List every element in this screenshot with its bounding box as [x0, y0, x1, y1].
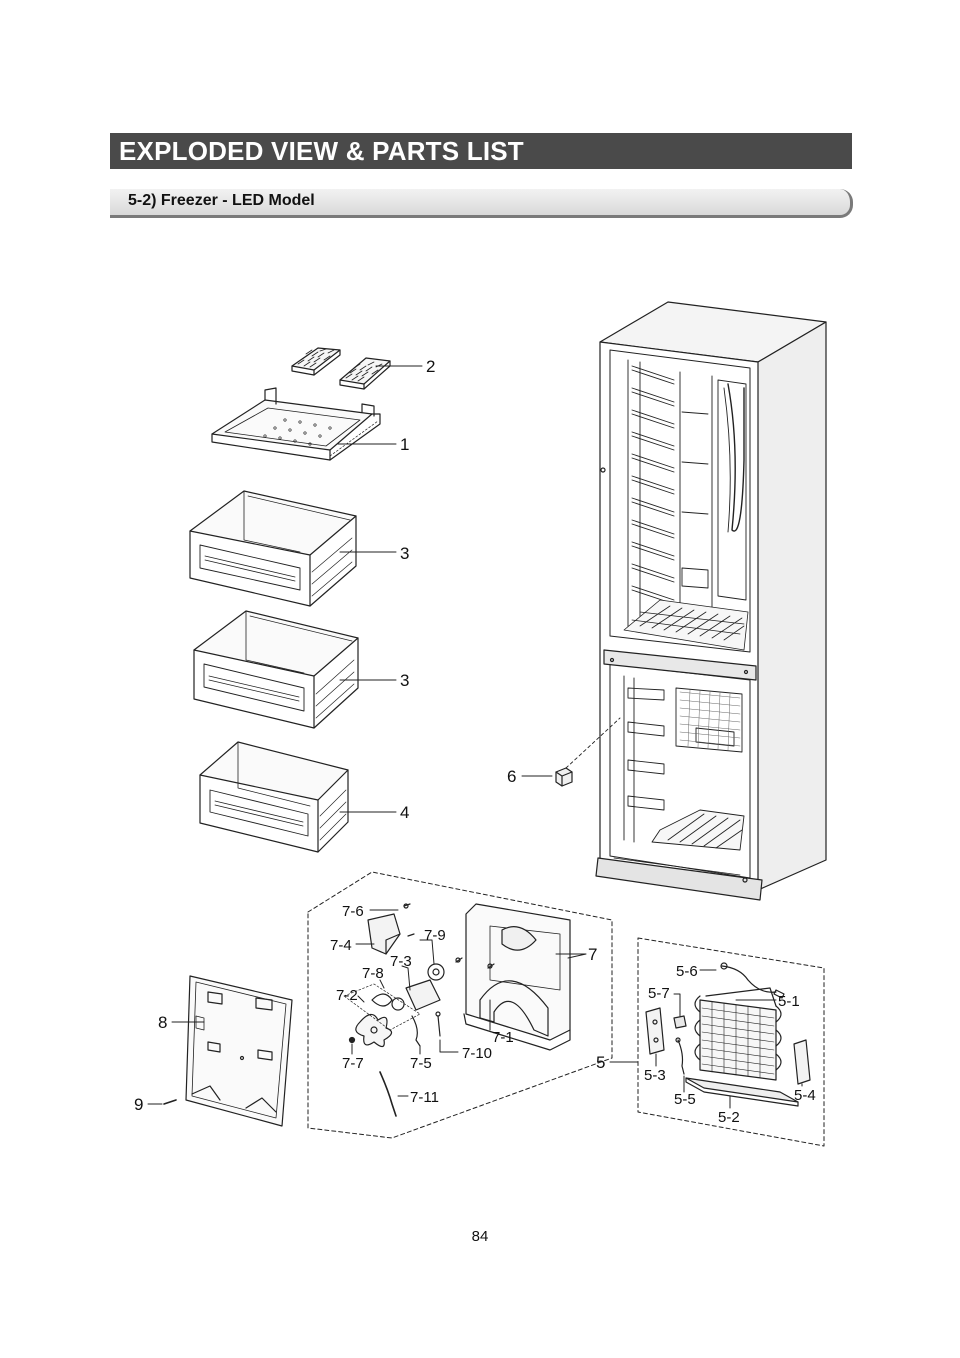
page-title: EXPLODED VIEW & PARTS LIST — [119, 136, 524, 166]
subsection-title-bar: 5-2) Freezer - LED Model — [110, 189, 853, 218]
callout-7-5: 7-5 — [410, 1055, 432, 1072]
callout-5-6: 5-6 — [676, 963, 698, 980]
callout-8: 8 — [158, 1013, 167, 1032]
callout-5-7: 5-7 — [648, 985, 670, 1002]
page-number: 84 — [471, 1228, 489, 1245]
callout-5: 5 — [596, 1053, 605, 1072]
callout-7-1: 7-1 — [492, 1029, 514, 1046]
freezer-drawer-bottom — [199, 741, 349, 853]
callout-1: 1 — [400, 435, 409, 454]
callout-9: 9 — [134, 1095, 143, 1114]
callout-7-2: 7-2 — [336, 987, 358, 1004]
ice-trays — [291, 347, 391, 390]
callout-leaders — [147, 365, 803, 1109]
callout-7-4: 7-4 — [330, 937, 352, 954]
evaporator-group — [637, 937, 825, 1147]
freezer-drawer-middle — [193, 610, 359, 729]
refrigerator-cabinet — [595, 301, 827, 901]
part-6-component — [555, 717, 621, 787]
callout-7-9: 7-9 — [424, 927, 446, 944]
ice-tray-holder — [211, 387, 381, 461]
callout-7-3: 7-3 — [390, 953, 412, 970]
evaporator-cover — [163, 975, 293, 1127]
callout-labels: 2 1 3 3 4 6 7 7-1 7-2 7-3 7-4 7-5 7-6 7-… — [134, 357, 816, 1126]
callout-7-6: 7-6 — [342, 903, 364, 920]
callout-5-3: 5-3 — [644, 1067, 666, 1084]
callout-5-5: 5-5 — [674, 1091, 696, 1108]
callout-7-8: 7-8 — [362, 965, 384, 982]
callout-3-upper: 3 — [400, 544, 409, 563]
subsection-title: 5-2) Freezer - LED Model — [128, 192, 315, 209]
fan-assembly-group — [307, 871, 613, 1139]
callout-2: 2 — [426, 357, 435, 376]
callout-7-11: 7-11 — [410, 1089, 439, 1106]
section-title-bar: EXPLODED VIEW & PARTS LIST — [110, 133, 852, 169]
callout-7: 7 — [588, 945, 597, 964]
callout-4: 4 — [400, 803, 409, 822]
callout-5-4: 5-4 — [794, 1087, 816, 1104]
callout-5-1: 5-1 — [778, 993, 800, 1010]
callout-3-middle: 3 — [400, 671, 409, 690]
callout-5-2: 5-2 — [718, 1109, 740, 1126]
callout-7-10: 7-10 — [462, 1045, 492, 1062]
freezer-drawer-upper — [189, 490, 357, 607]
callout-6: 6 — [507, 767, 516, 786]
callout-7-7: 7-7 — [342, 1055, 364, 1072]
